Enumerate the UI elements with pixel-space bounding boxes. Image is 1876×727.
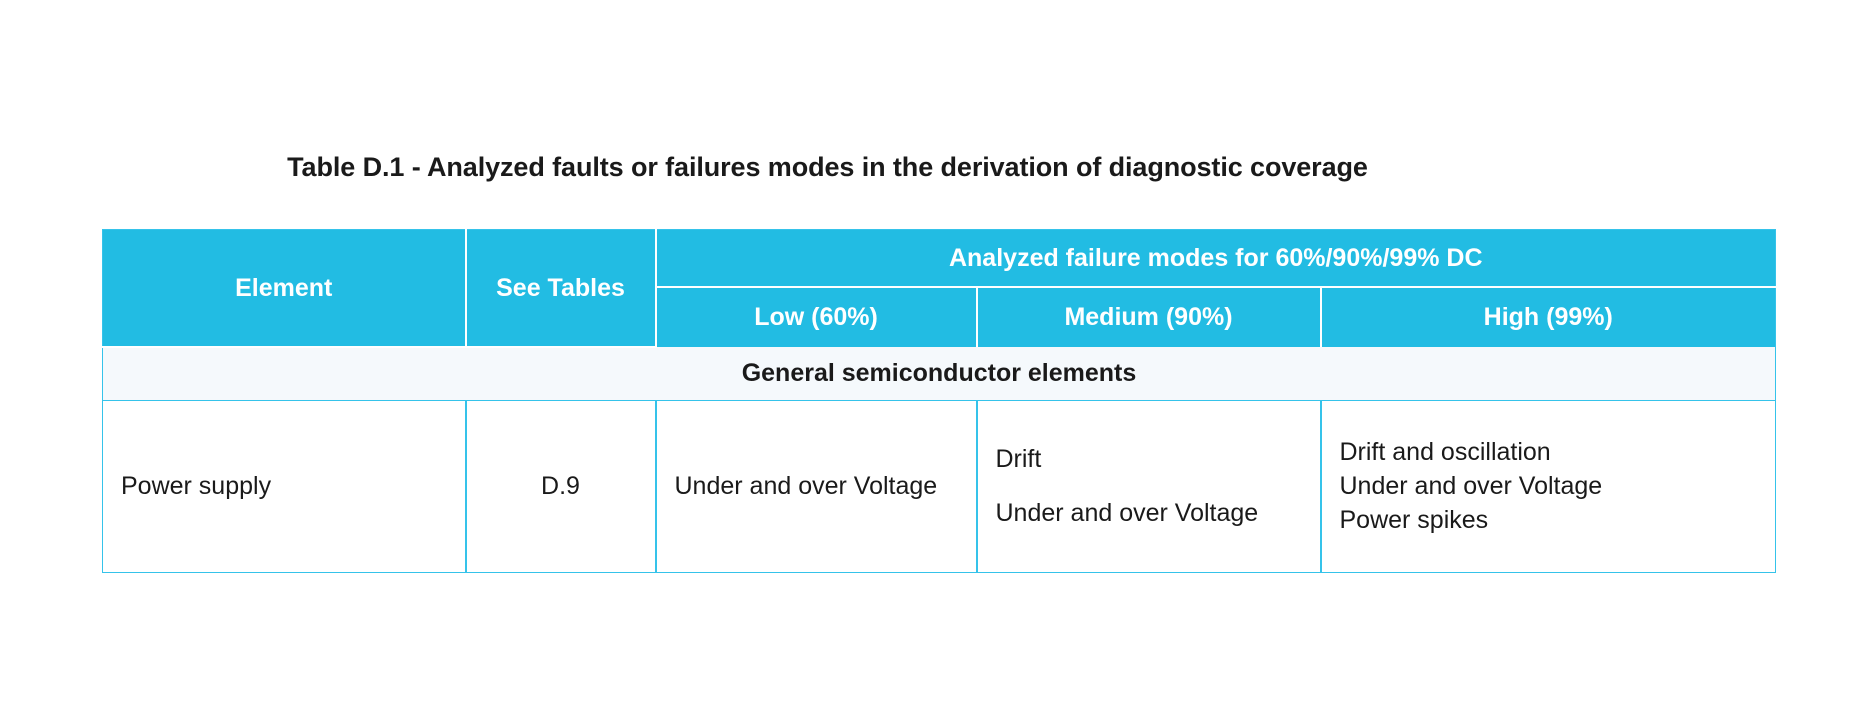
column-header-see-tables: See Tables (465, 229, 657, 348)
cell-high-failure-modes: Drift and oscillation Under and over Vol… (1320, 400, 1776, 573)
high-item-2: Under and over Voltage (1339, 472, 1603, 500)
low-item-1: Under and over Voltage (674, 472, 938, 500)
cell-low-failure-modes: Under and over Voltage (655, 400, 978, 573)
table-body: General semiconductor elements Power sup… (102, 346, 1776, 573)
column-header-high: High (99%) (1320, 286, 1776, 347)
medium-item-1: Drift (995, 444, 1042, 473)
column-header-analyzed-failure-modes-group: Analyzed failure modes for 60%/90%/99% D… (655, 229, 1776, 288)
cell-see-tables-d9: D.9 (465, 400, 657, 573)
high-item-3: Power spikes (1339, 506, 1489, 534)
medium-item-2: Under and over Voltage (995, 499, 1259, 528)
diagnostic-coverage-table: Element See Tables Analyzed failure mode… (102, 229, 1776, 573)
header-row-top: Element See Tables Analyzed failure mode… (102, 229, 1776, 348)
table-row: Power supply D.9 Under and over Voltage … (102, 400, 1776, 573)
section-label-general-semiconductor-elements: General semiconductor elements (102, 346, 1776, 401)
column-header-low: Low (60%) (655, 286, 978, 347)
section-band-row: General semiconductor elements (102, 346, 1776, 401)
cell-medium-failure-modes: Drift Under and over Voltage (976, 400, 1322, 573)
high-item-1: Drift and oscillation (1339, 438, 1551, 466)
cell-element-power-supply: Power supply (102, 400, 467, 573)
page-title: Table D.1 - Analyzed faults or failures … (287, 152, 1368, 182)
table-header: Element See Tables Analyzed failure mode… (102, 229, 1776, 348)
column-header-medium: Medium (90%) (976, 286, 1322, 347)
column-header-element: Element (102, 229, 467, 348)
header-row-sub: Low (60%) Medium (90%) High (99%) (103, 286, 1776, 347)
